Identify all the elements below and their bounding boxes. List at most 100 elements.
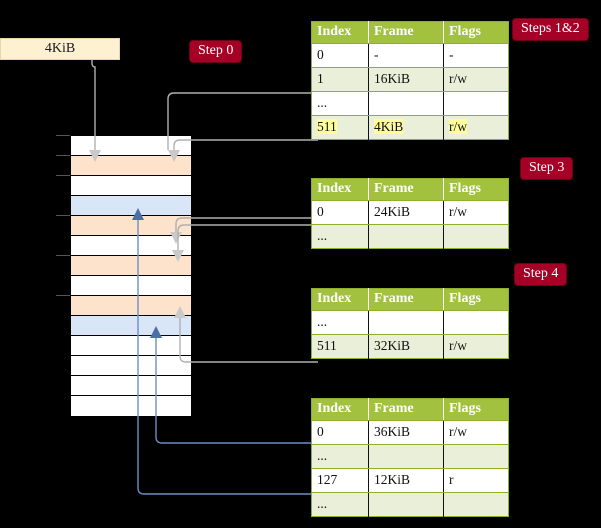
column-header-frame: Frame: [368, 398, 444, 421]
memory-frame-row: [71, 356, 191, 376]
cell-value: 16KiB: [374, 71, 411, 86]
table-row: 511 4KiB r/w: [311, 115, 509, 140]
badge-step-0-label: Step 0: [198, 43, 234, 58]
table-cell: 511: [311, 334, 369, 359]
wire-step12-in: [173, 139, 318, 150]
table-cell: 24KiB: [368, 200, 444, 225]
cell-value: ...: [317, 448, 328, 463]
table-row: ...: [311, 91, 509, 116]
cell-value: 0: [317, 47, 324, 62]
column-header-index: Index: [311, 398, 369, 421]
table-cell: [368, 444, 444, 469]
memory-frame-row: [71, 196, 191, 216]
cell-value: 0: [317, 204, 324, 219]
table-row: ...: [311, 444, 509, 469]
memory-frame-row: [71, 136, 191, 156]
table-cell: ...: [311, 224, 369, 249]
badge-step-4-label: Step 4: [523, 266, 559, 281]
table-cell: ...: [311, 310, 369, 335]
memory-frame-row: [71, 256, 191, 276]
memory-frame-row: [71, 236, 191, 256]
root-frame-label: 4KiB: [44, 41, 76, 56]
table-cell: [368, 492, 444, 517]
cell-value: 12KiB: [374, 472, 411, 487]
column-header-index: Index: [311, 178, 369, 201]
table-row: 511 32KiB r/w: [311, 334, 509, 359]
memory-frame-row: [71, 276, 191, 296]
table-cell: 16KiB: [368, 67, 444, 92]
table-cell: 127: [311, 468, 369, 493]
table-cell: [368, 91, 444, 116]
column-header-flags: Flags: [443, 288, 509, 311]
memory-frame-row: [71, 376, 191, 396]
badge-step-4: Step 4: [515, 264, 567, 285]
table-cell: ...: [311, 492, 369, 517]
table-cell: [443, 492, 509, 517]
table-cell: 0: [311, 200, 369, 225]
cell-value: ...: [317, 314, 328, 329]
column-header-flags: Flags: [443, 398, 509, 421]
table-row: 127 12KiB r: [311, 468, 509, 493]
memory-frame-row: [71, 156, 191, 176]
cell-value: 24KiB: [374, 204, 411, 219]
cell-value: r/w: [449, 71, 467, 86]
table-cell: [443, 444, 509, 469]
memory-frame-row: [71, 216, 191, 236]
memory-scale-tick: [56, 155, 70, 156]
memory-scale-tick: [56, 215, 70, 216]
column-header-index: Index: [311, 288, 369, 311]
wire-step4-in: [179, 318, 318, 363]
table-cell: ...: [311, 444, 369, 469]
memory-frame-row: [71, 316, 191, 336]
cell-value: 127: [317, 472, 338, 487]
memory-scale-tick: [56, 175, 70, 176]
cell-value: 0: [317, 424, 324, 439]
table-cell: [443, 224, 509, 249]
cell-value: ...: [317, 228, 328, 243]
table-cell: -: [443, 43, 509, 68]
table-row: ...: [311, 224, 509, 249]
table-row: ...: [311, 310, 509, 335]
cell-value: r/w: [449, 338, 467, 353]
cell-value: 511: [317, 119, 337, 134]
table-cell: -: [368, 43, 444, 68]
table-cell: r/w: [443, 115, 509, 140]
table-cell: 4KiB: [368, 115, 444, 140]
table-cell: r/w: [443, 334, 509, 359]
table-cell: 511: [311, 115, 369, 140]
wire-step3-out: [175, 217, 318, 232]
memory-frame-row: [71, 396, 191, 416]
table-cell: [368, 310, 444, 335]
table-cell: 1: [311, 67, 369, 92]
column-header-flags: Flags: [443, 178, 509, 201]
table-cell: r: [443, 468, 509, 493]
column-header-index: Index: [311, 21, 369, 44]
cell-value: 4KiB: [374, 119, 404, 134]
cell-value: ...: [317, 95, 328, 110]
memory-scale-tick: [56, 295, 70, 296]
table-row: ...: [311, 492, 509, 517]
cell-value: ...: [317, 496, 328, 511]
table-cell: 36KiB: [368, 420, 444, 445]
table-cell: ...: [311, 91, 369, 116]
column-header-frame: Frame: [368, 178, 444, 201]
table-cell: 32KiB: [368, 334, 444, 359]
memory-scale-tick: [56, 255, 70, 256]
cell-value: r/w: [449, 204, 467, 219]
table-row: 1 16KiB r/w: [311, 67, 509, 92]
root-frame-box: 4KiB: [0, 38, 120, 60]
table-cell: [443, 310, 509, 335]
cell-value: 32KiB: [374, 338, 411, 353]
column-header-frame: Frame: [368, 21, 444, 44]
badge-steps-1-2-label: Steps 1&2: [521, 21, 580, 36]
table-cell: 12KiB: [368, 468, 444, 493]
